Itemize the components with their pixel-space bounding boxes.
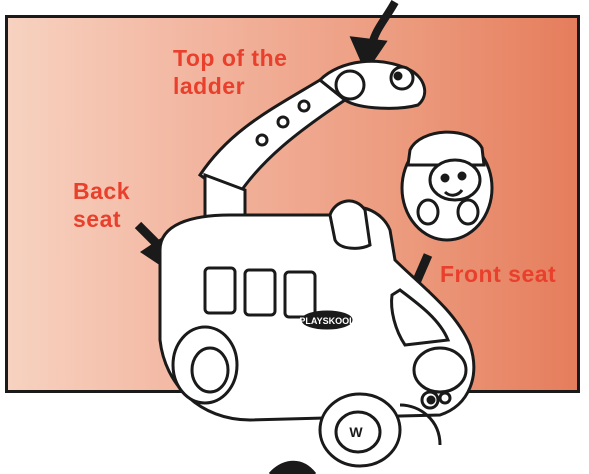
label-top-line1: Top of the (173, 45, 288, 71)
wheel-letter: W (349, 424, 363, 440)
label-back-seat: Back seat (73, 177, 163, 233)
down-arrow-icon-top (349, 0, 399, 74)
brand-badge: PLAYSKOOL (299, 316, 355, 326)
bottom-shape (268, 460, 317, 474)
label-top-of-ladder: Top of the ladder (173, 44, 323, 100)
label-top-line2: ladder (173, 73, 246, 99)
weeble-figure (400, 130, 494, 242)
label-front-seat: Front seat (440, 261, 557, 287)
label-back-line1: Back (73, 178, 130, 204)
wheels (171, 325, 468, 468)
label-back-line2: seat (73, 206, 122, 232)
